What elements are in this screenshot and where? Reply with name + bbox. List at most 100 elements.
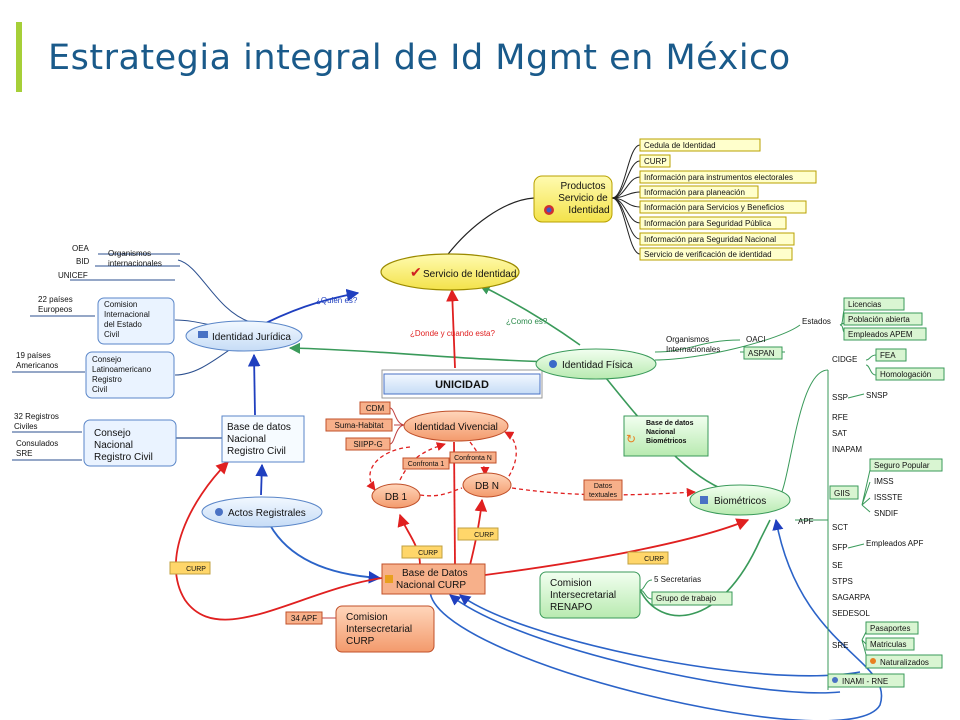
thumb-icon bbox=[870, 658, 876, 664]
svg-text:CURP: CURP bbox=[186, 566, 206, 573]
unicef-label: UNICEF bbox=[58, 271, 88, 280]
svg-text:CIDGE: CIDGE bbox=[832, 355, 857, 364]
product-item: Cedula de Identidad bbox=[644, 141, 716, 150]
svg-text:SE: SE bbox=[832, 561, 843, 570]
product-item: Información para Servicios y Beneficios bbox=[644, 203, 784, 212]
svg-text:SNSP: SNSP bbox=[866, 391, 888, 400]
svg-text:SNDIF: SNDIF bbox=[874, 509, 898, 518]
svg-text:Empleados APEM: Empleados APEM bbox=[848, 330, 913, 339]
svg-text:UNICIDAD: UNICIDAD bbox=[435, 379, 489, 391]
svg-text:Suma-Habitat: Suma-Habitat bbox=[335, 421, 385, 430]
svg-text:Pasaportes: Pasaportes bbox=[870, 624, 910, 633]
svg-text:Población abierta: Población abierta bbox=[848, 315, 910, 324]
product-item-box bbox=[639, 185, 759, 199]
svg-text:SCT: SCT bbox=[832, 523, 848, 532]
biometricos-node: Biométricos bbox=[689, 484, 791, 516]
svg-text:ISSSTE: ISSSTE bbox=[874, 493, 902, 502]
svg-text:Identidad Jurídica: Identidad Jurídica bbox=[212, 332, 291, 343]
badge-icon bbox=[832, 677, 838, 683]
svg-text:ASPAN: ASPAN bbox=[748, 349, 775, 358]
product-item: Información para Seguridad Pública bbox=[644, 219, 772, 228]
identidad-fisica-node: Identidad Física bbox=[535, 348, 657, 380]
product-item: Servicio de verificación de identidad bbox=[644, 250, 772, 259]
svg-text:Actos Registrales: Actos Registrales bbox=[228, 508, 306, 519]
svg-text:GIIS: GIIS bbox=[834, 489, 850, 498]
product-item-box bbox=[639, 138, 761, 152]
product-item-box bbox=[639, 247, 793, 261]
product-item: Información para planeación bbox=[644, 188, 745, 197]
svg-text:Grupo de trabajo: Grupo de trabajo bbox=[656, 594, 717, 603]
svg-text:SEDESOL: SEDESOL bbox=[832, 609, 870, 618]
svg-text:Licencias: Licencias bbox=[848, 300, 881, 309]
svg-text:Identidad Física: Identidad Física bbox=[562, 360, 633, 371]
svg-text:Homologación: Homologación bbox=[880, 370, 931, 379]
svg-text:FEA: FEA bbox=[880, 351, 896, 360]
title-accent-bar bbox=[16, 22, 22, 92]
refresh-icon: ↻ bbox=[626, 432, 636, 446]
donde-label: ¿Donde y cuando esta? bbox=[410, 329, 495, 338]
svg-text:IMSS: IMSS bbox=[874, 477, 894, 486]
svg-text:SAGARPA: SAGARPA bbox=[832, 593, 871, 602]
product-item: CURP bbox=[644, 157, 667, 166]
estados-group: Estados Licencias Población abierta Empl… bbox=[802, 297, 927, 341]
product-item-box bbox=[639, 216, 787, 230]
unicidad-banner: UNICIDAD bbox=[381, 369, 543, 399]
svg-text:Confronta 1: Confronta 1 bbox=[408, 461, 445, 468]
svg-text:Naturalizados: Naturalizados bbox=[880, 658, 929, 667]
identidad-juridica-node: Identidad Jurídica bbox=[185, 320, 303, 352]
product-item-box bbox=[639, 170, 817, 184]
svg-text:SIIPP-G: SIIPP-G bbox=[353, 440, 382, 449]
actos-registrales-node: Actos Registrales bbox=[201, 496, 323, 528]
product-item: Información para Seguridad Nacional bbox=[644, 235, 776, 244]
svg-text:INAPAM: INAPAM bbox=[832, 445, 862, 454]
key-icon bbox=[385, 575, 393, 583]
svg-text:CDM: CDM bbox=[366, 404, 385, 413]
svg-text:INAMI - RNE: INAMI - RNE bbox=[842, 677, 888, 686]
check-icon: ✔ bbox=[410, 264, 422, 280]
product-item-box bbox=[639, 232, 795, 246]
svg-text:Confronta N: Confronta N bbox=[454, 455, 492, 462]
oea-label: OEA bbox=[72, 244, 90, 253]
svg-text:CURP: CURP bbox=[418, 550, 438, 557]
svg-text:34 APF: 34 APF bbox=[291, 614, 317, 623]
product-item-box bbox=[639, 200, 807, 214]
product-item-box bbox=[639, 154, 671, 168]
servicio-identidad-node: ✔ Servicio de Identidad bbox=[380, 253, 520, 291]
svg-text:Estados: Estados bbox=[802, 317, 831, 326]
envelope-icon bbox=[198, 331, 208, 338]
svg-text:APF: APF bbox=[798, 517, 814, 526]
thumb-icon bbox=[215, 508, 223, 516]
product-item: Información para instrumentos electorale… bbox=[644, 173, 793, 182]
svg-text:SRE: SRE bbox=[832, 641, 848, 650]
apf-group: APF CIDGE FEA Homologación SSP SNSP RFE … bbox=[798, 348, 945, 688]
svg-text:Identidad Vivencial: Identidad Vivencial bbox=[414, 422, 498, 433]
svg-text:SFP: SFP bbox=[832, 543, 848, 552]
svg-text:SAT: SAT bbox=[832, 429, 847, 438]
curp-labels: CURP CURP CURP CURP bbox=[169, 527, 669, 575]
page-title: Estrategia integral de Id Mgmt en México bbox=[48, 38, 791, 78]
db1-node: DB 1 bbox=[371, 483, 421, 509]
